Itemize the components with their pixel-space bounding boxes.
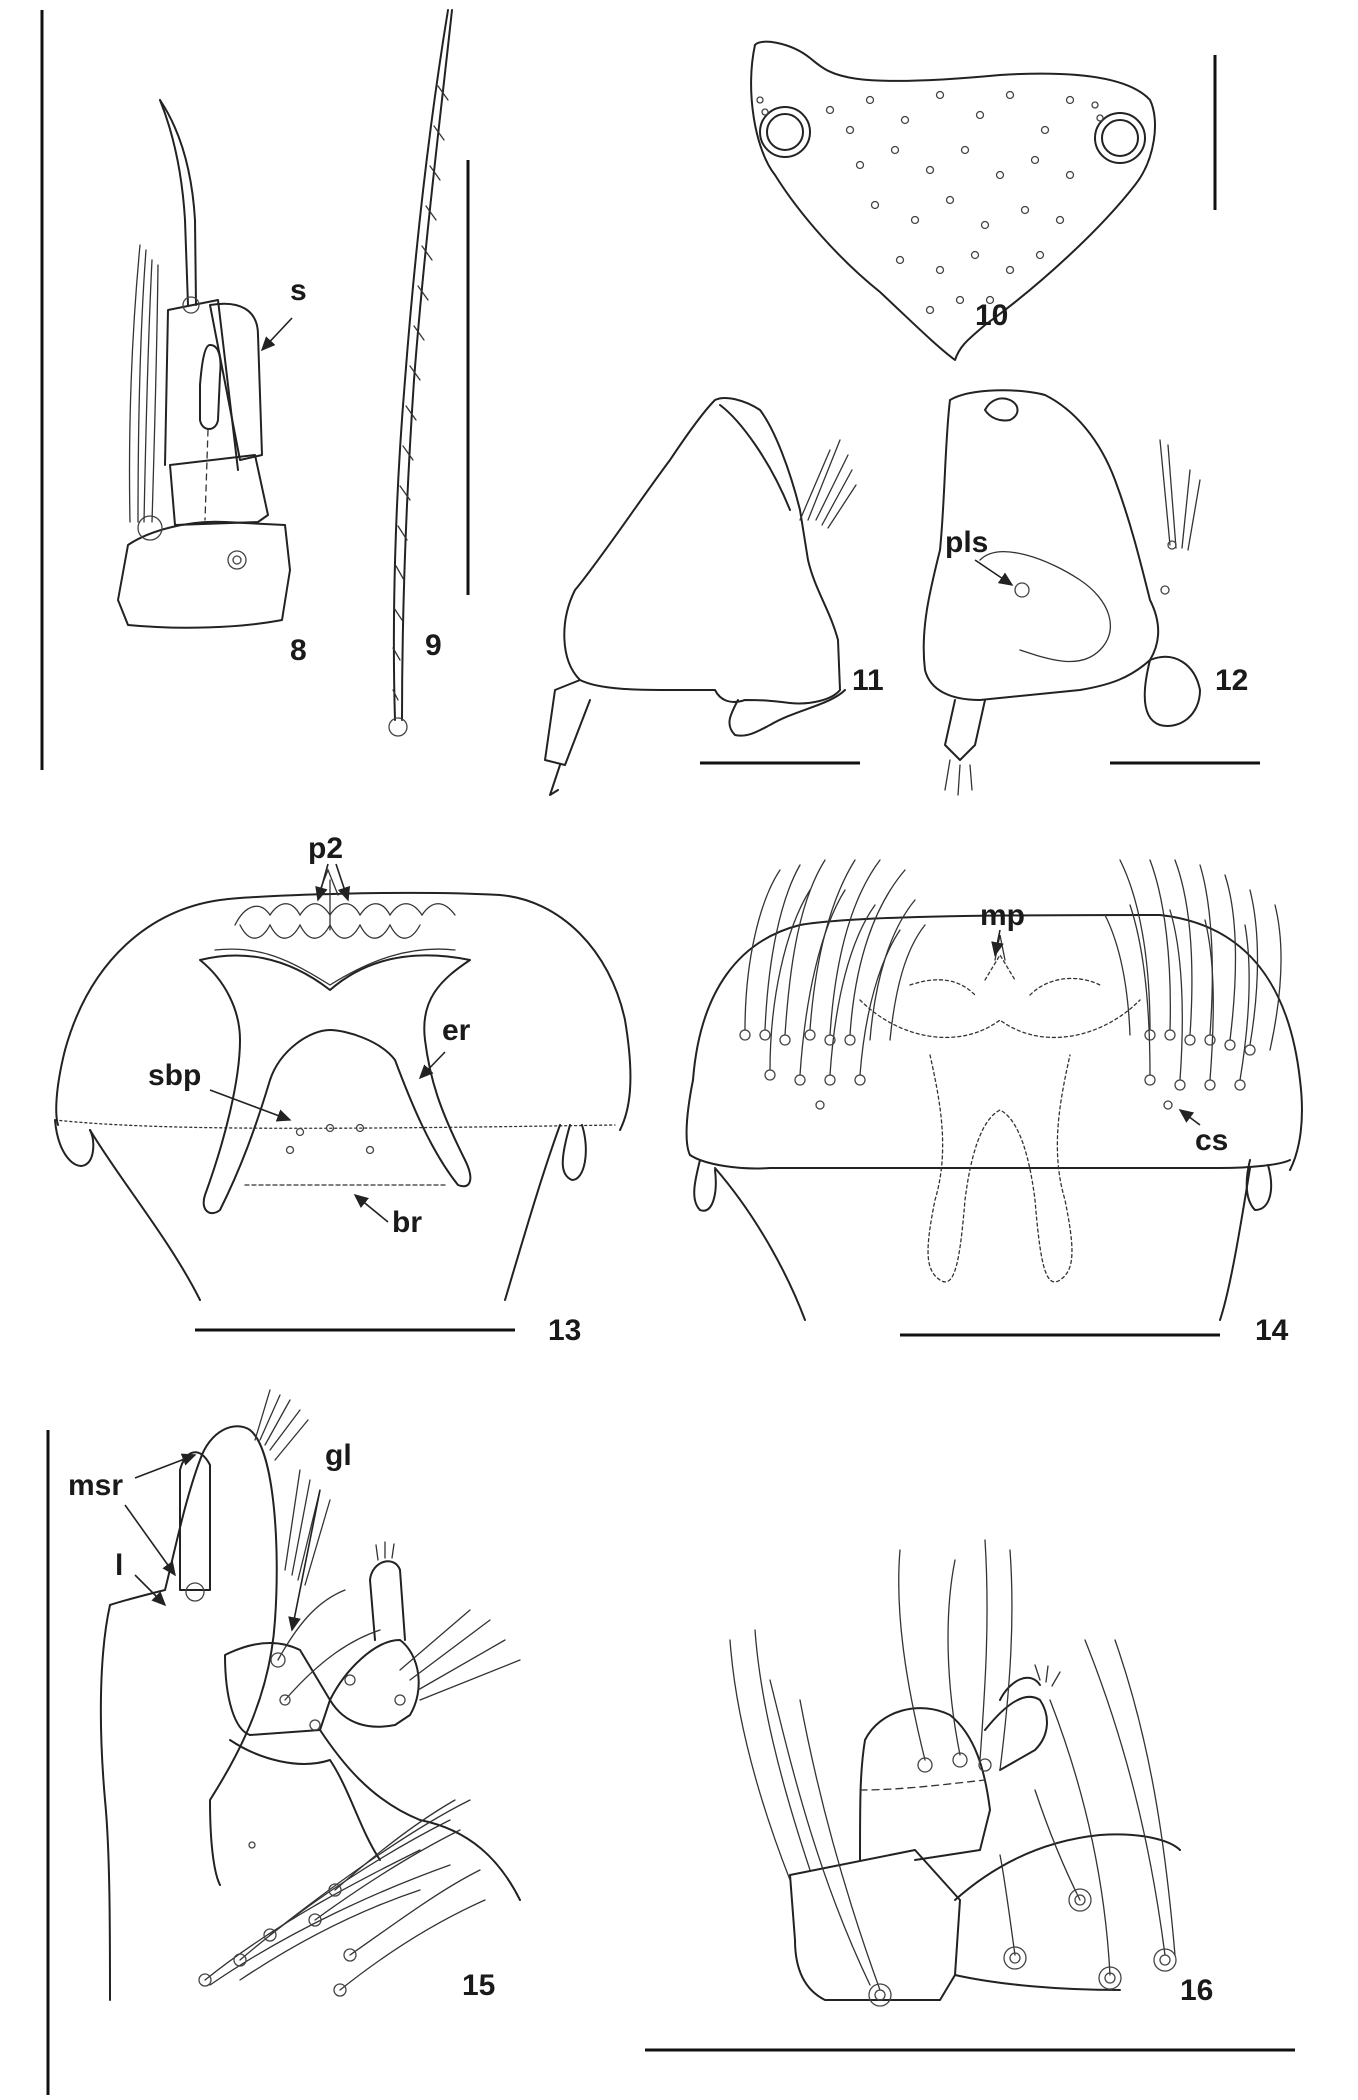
figure-14: mp cs 14 (685, 859, 1303, 1347)
figure-9: 9 (388, 9, 470, 737)
label-mp: mp (980, 899, 1025, 932)
figure-number-13: 13 (548, 1314, 581, 1347)
figure-11: 11 (544, 397, 884, 796)
label-p2: p2 (308, 832, 343, 865)
figure-15: msr gl l 15 (46, 1389, 521, 2095)
figure-number-10: 10 (975, 299, 1008, 332)
pore-pattern (756, 90, 1104, 315)
figure-16: 16 (645, 1539, 1295, 2052)
label-l: l (115, 1549, 123, 1582)
figure-8: s 8 (40, 10, 307, 770)
setae-16 (729, 1539, 1176, 1991)
figure-number-8: 8 (290, 634, 307, 667)
setae-left (744, 859, 926, 1076)
label-gl: gl (325, 1439, 352, 1472)
figure-number-15: 15 (462, 1969, 495, 2002)
label-pls: pls (945, 526, 988, 559)
label-msr: msr (68, 1469, 123, 1502)
basal-setae (204, 1799, 486, 1991)
figure-number-11: 11 (852, 664, 884, 697)
figure-12: pls 12 (922, 389, 1260, 796)
figure-number-9: 9 (425, 629, 442, 662)
figure-number-14: 14 (1255, 1314, 1289, 1347)
figure-number-16: 16 (1180, 1974, 1213, 2007)
label-br: br (392, 1206, 422, 1239)
figure-number-12: 12 (1215, 664, 1248, 697)
label-er: er (442, 1014, 471, 1047)
label-cs: cs (1195, 1124, 1228, 1157)
label-sbp: sbp (148, 1059, 201, 1092)
setae-right (1104, 859, 1282, 1081)
figure-13: p2 er sbp br 13 (54, 832, 632, 1347)
figure-10: 10 (750, 40, 1217, 361)
label-s: s (290, 274, 307, 307)
